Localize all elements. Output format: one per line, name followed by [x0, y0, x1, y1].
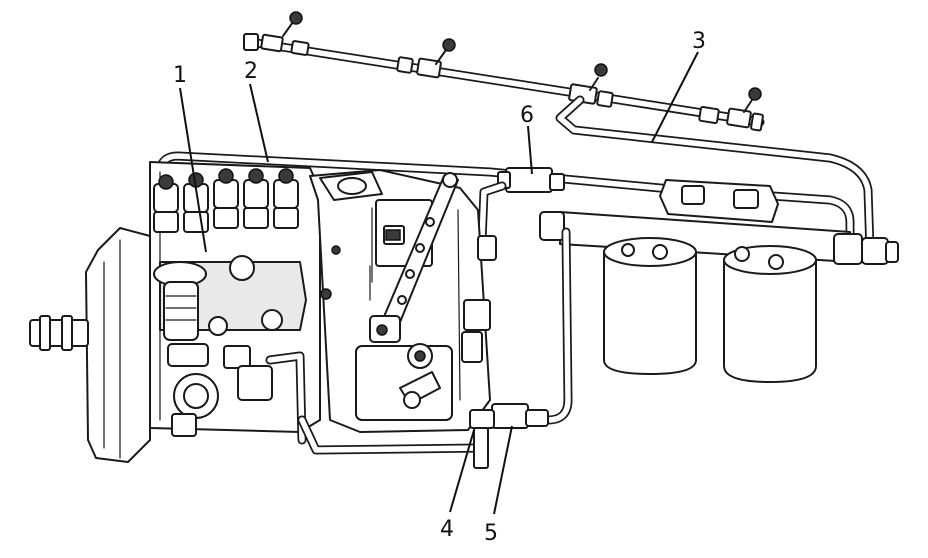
callout-3: 3 — [692, 29, 706, 54]
leader-lines — [179, 51, 699, 515]
callout-1: 1 — [173, 63, 187, 88]
fuel-filter-assembly — [539, 179, 899, 383]
overflow-pipe — [155, 151, 855, 251]
injector-return-line — [243, 11, 765, 132]
leader-line-4 — [449, 429, 475, 513]
leader-line-3 — [651, 51, 699, 143]
return-pipe — [555, 95, 875, 255]
callout-4: 4 — [440, 517, 454, 542]
leader-line-5 — [493, 425, 513, 515]
leader-line-2 — [249, 83, 269, 163]
drain-fittings — [297, 403, 549, 469]
callout-labels: 1 2 3 4 5 6 — [173, 29, 706, 546]
callout-5: 5 — [484, 521, 498, 546]
injection-pump-body — [29, 161, 321, 463]
callout-6: 6 — [520, 103, 534, 128]
governor-housing — [309, 169, 497, 433]
callout-2: 2 — [244, 59, 258, 84]
leader-line-1 — [179, 87, 207, 253]
leader-line-6 — [527, 125, 533, 175]
